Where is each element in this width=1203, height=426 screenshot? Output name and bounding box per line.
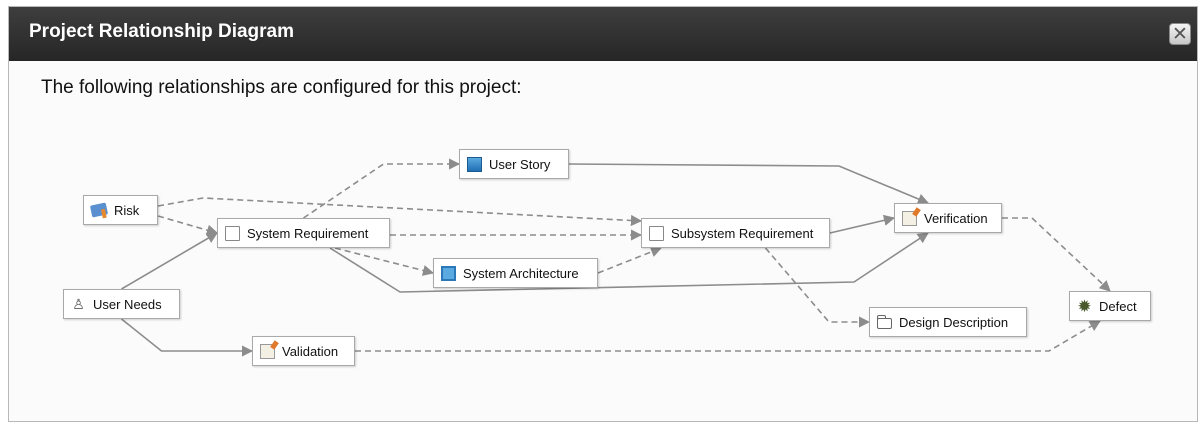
edge-user-needs-to-system-requirement <box>121 232 218 290</box>
node-label: Risk <box>114 202 140 218</box>
node-verification[interactable]: Verification <box>894 203 1002 233</box>
node-label: User Story <box>489 156 551 172</box>
node-risk[interactable]: Risk <box>83 195 158 225</box>
bug-icon: ✹ <box>1077 296 1092 316</box>
close-icon: ✕ <box>1172 23 1188 45</box>
architecture-icon <box>441 265 456 281</box>
node-validation[interactable]: Validation <box>252 336 355 366</box>
edge-user-story-to-verification <box>568 163 930 205</box>
document-icon <box>225 225 240 241</box>
edge-system-requirement-to-system-architecture <box>334 247 435 276</box>
intro-text: The following relationships are configur… <box>41 77 522 98</box>
edge-subsystem-requirement-to-verification <box>829 214 896 234</box>
node-user-story[interactable]: User Story <box>459 149 569 179</box>
user-icon: ♙ <box>72 295 85 312</box>
node-label: System Requirement <box>247 225 369 241</box>
checklist-icon <box>902 210 917 226</box>
diagram-edges <box>121 158 1111 357</box>
relationship-dialog: Project Relationship Diagram ✕ The follo… <box>8 6 1198 422</box>
close-button[interactable]: ✕ <box>1169 23 1191 45</box>
node-label: Validation <box>282 343 339 359</box>
document-icon <box>649 225 664 241</box>
node-label: System Architecture <box>463 265 579 281</box>
node-label: Subsystem Requirement <box>671 225 814 241</box>
edge-user-needs-to-validation <box>121 318 254 357</box>
node-label: User Needs <box>93 296 162 312</box>
node-subsystem-requirement[interactable]: Subsystem Requirement <box>641 218 830 248</box>
node-system-requirement[interactable]: System Requirement <box>217 218 390 248</box>
edge-risk-to-system-requirement <box>157 215 219 236</box>
node-label: Defect <box>1099 298 1137 314</box>
dialog-titlebar: Project Relationship Diagram ✕ <box>9 7 1197 61</box>
node-label: Design Description <box>899 314 1009 330</box>
edge-system-requirement-to-verification <box>329 232 929 293</box>
edge-system-requirement-to-user-story <box>303 158 461 219</box>
folder-icon <box>877 315 892 329</box>
risk-icon <box>89 202 109 218</box>
node-label: Verification <box>924 210 988 226</box>
edge-subsystem-requirement-to-design-description <box>764 247 871 328</box>
edge-system-architecture-to-subsystem-requirement <box>597 246 663 274</box>
book-icon <box>467 156 482 172</box>
node-user-needs[interactable]: ♙ User Needs <box>63 289 180 319</box>
node-defect[interactable]: ✹ Defect <box>1069 291 1151 321</box>
checklist-icon <box>260 343 275 359</box>
edge-verification-to-defect <box>1002 217 1111 292</box>
node-design-description[interactable]: Design Description <box>869 307 1027 337</box>
dialog-title: Project Relationship Diagram <box>29 21 295 42</box>
edge-risk-to-subsystem-requirement <box>157 197 643 227</box>
node-system-architecture[interactable]: System Architecture <box>433 258 598 288</box>
edge-validation-to-defect <box>355 320 1101 352</box>
